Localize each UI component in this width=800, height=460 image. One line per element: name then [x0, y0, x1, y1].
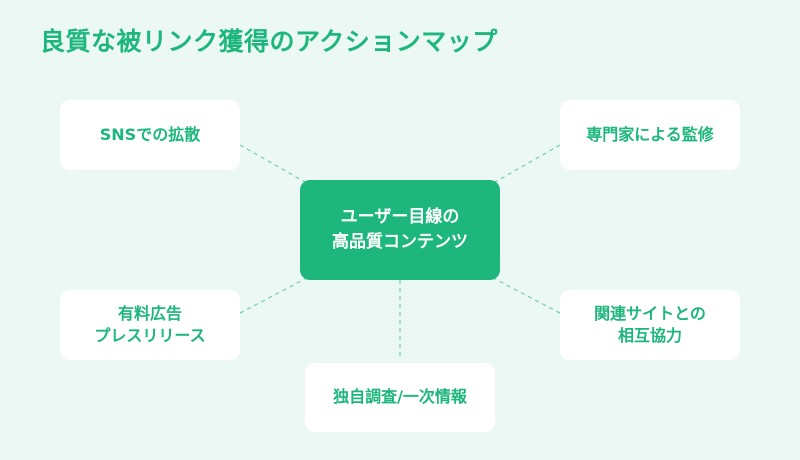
node-expert-label: 専門家による監修: [586, 124, 714, 144]
node-partners-line1: 関連サイトとの: [594, 303, 706, 323]
connector-bottom-right: [494, 278, 561, 314]
node-ads-line1: 有料広告: [117, 303, 182, 323]
node-research: 独自調査/一次情報: [305, 363, 495, 432]
center-node: ユーザー目線の 高品質コンテンツ: [300, 180, 500, 280]
node-ads-line2: プレスリリース: [94, 326, 206, 345]
center-line2: 高品質コンテンツ: [332, 232, 468, 252]
page-title: 良質な被リンク獲得のアクションマップ: [40, 27, 498, 56]
node-research-label: 独自調査/一次情報: [333, 387, 467, 407]
connector-top-right: [494, 144, 561, 183]
node-partners-line2: 相互協力: [617, 326, 682, 345]
node-ads: 有料広告 プレスリリース: [60, 290, 240, 360]
node-sns: SNSでの拡散: [60, 100, 240, 170]
node-expert: 専門家による監修: [560, 100, 740, 170]
node-sns-label: SNSでの拡散: [99, 124, 201, 144]
center-line1: ユーザー目線の: [340, 206, 460, 227]
connector-top-left: [239, 144, 306, 183]
connector-bottom-left: [239, 278, 306, 314]
node-partners: 関連サイトとの 相互協力: [560, 290, 740, 360]
